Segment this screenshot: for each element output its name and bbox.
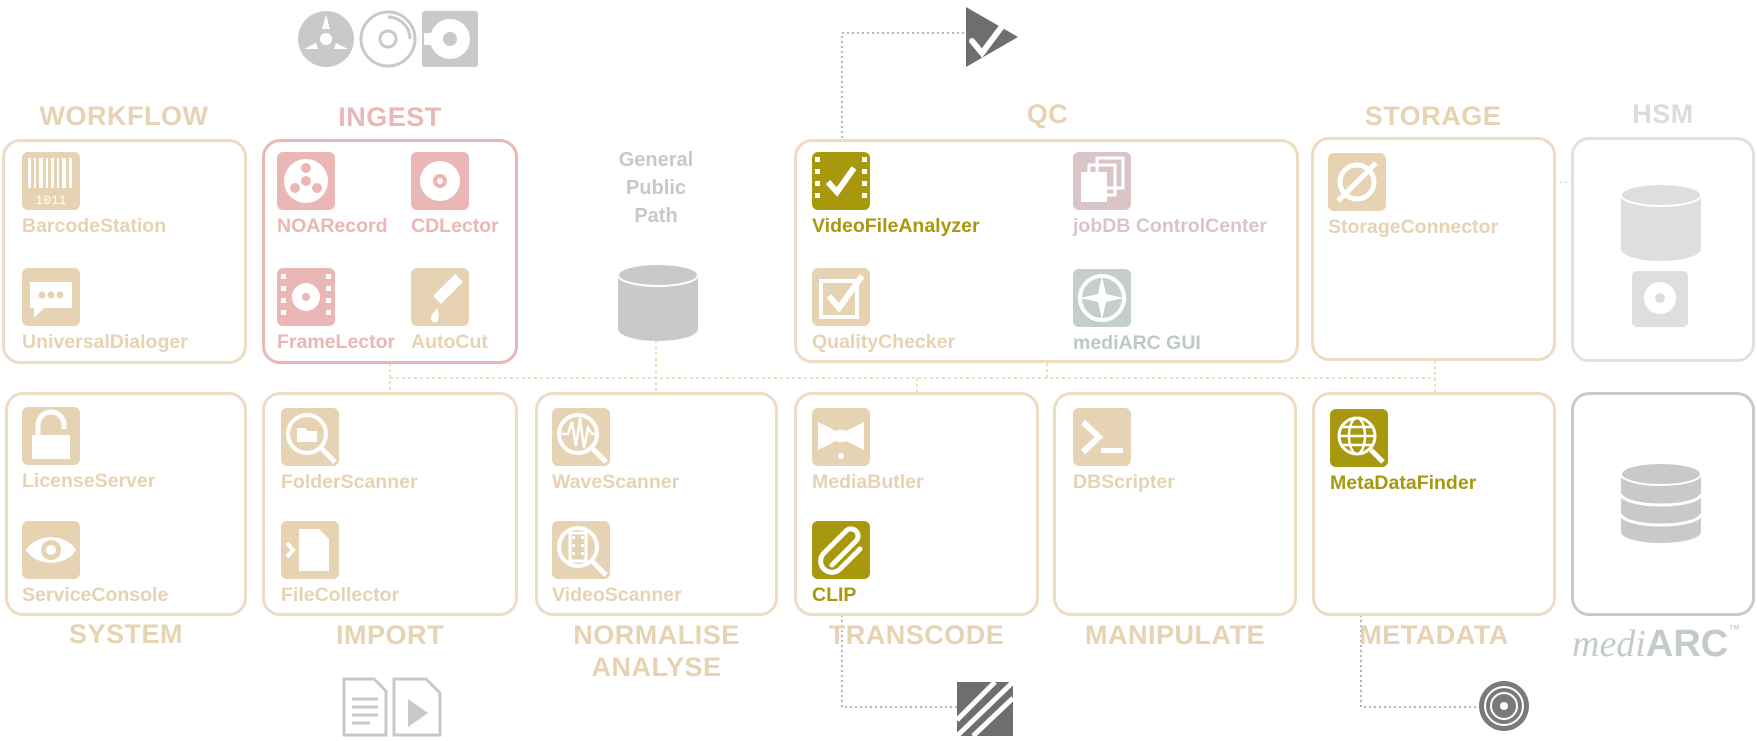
- paperclip-icon: [812, 521, 870, 579]
- storage-plug-icon: [1328, 153, 1386, 211]
- reel-icon: [277, 152, 335, 210]
- eye-icon: [22, 521, 80, 579]
- module-label: VideoFileAnalyzer: [812, 215, 980, 237]
- section-hsm: HSM: [1632, 99, 1694, 129]
- box-qc: [794, 139, 1299, 363]
- module-label: AutoCut: [411, 331, 488, 353]
- folder-magnifier-icon: [281, 408, 339, 466]
- module-label: NOARecord: [277, 215, 388, 237]
- module-label: MetaDataFinder: [1330, 472, 1477, 494]
- module-label: ServiceConsole: [22, 584, 169, 606]
- file-collect-icon: [281, 521, 339, 579]
- archive-database-icon: [1620, 462, 1702, 543]
- chat-bubble-icon: [22, 268, 80, 326]
- module-label: CLIP: [812, 584, 857, 606]
- module-file-collector[interactable]: FileCollector: [281, 521, 541, 607]
- stacked-windows-icon: [1073, 152, 1131, 210]
- section-metadata: METADATA: [1359, 620, 1509, 650]
- padlock-icon: [22, 407, 80, 465]
- bowtie-icon: [812, 408, 870, 466]
- module-label: FileCollector: [281, 584, 400, 606]
- module-media-butler[interactable]: MediaButler: [812, 408, 1072, 494]
- section-analyse: ANALYSE: [591, 652, 722, 682]
- checkbox-icon: [812, 268, 870, 326]
- module-label: mediARC GUI: [1073, 332, 1201, 354]
- barcode-icon: 1011: [22, 152, 80, 210]
- waveform-magnifier-icon: [552, 408, 610, 466]
- module-auto-cut[interactable]: AutoCut: [411, 268, 671, 354]
- film-magnifier-icon: [552, 521, 610, 579]
- section-workflow: WORKFLOW: [39, 101, 209, 131]
- module-cd-lector[interactable]: CDLector: [411, 152, 671, 238]
- hsm-storage-icon: [1620, 183, 1702, 261]
- module-label: VideoScanner: [552, 584, 682, 606]
- module-video-scanner[interactable]: VideoScanner: [552, 521, 812, 607]
- module-mediarc-gui[interactable]: mediARC GUI: [1073, 269, 1333, 355]
- section-normalise: NORMALISE: [573, 620, 740, 650]
- module-db-scripter[interactable]: DBScripter: [1073, 408, 1333, 494]
- module-meta-data-finder[interactable]: MetaDataFinder: [1330, 409, 1590, 495]
- disc-icon: [411, 152, 469, 210]
- section-ingest: INGEST: [338, 102, 442, 132]
- section-qc: QC: [1026, 99, 1069, 129]
- module-frame-lector[interactable]: FrameLector: [277, 268, 537, 354]
- mediarc-star-icon: [1073, 269, 1131, 327]
- section-system: SYSTEM: [68, 619, 184, 649]
- module-label: FrameLector: [277, 331, 396, 353]
- transcode-output-icon: [955, 680, 1015, 738]
- database-icon: [617, 263, 699, 341]
- module-label: DBScripter: [1073, 471, 1175, 493]
- media-formats-icon: [298, 10, 478, 68]
- module-jobdb-control-center[interactable]: jobDB ControlCenter: [1073, 152, 1333, 238]
- module-quality-checker[interactable]: QualityChecker: [812, 268, 1072, 354]
- svg-text:1011: 1011: [35, 193, 66, 208]
- module-label: MediaButler: [812, 471, 924, 493]
- module-service-console[interactable]: ServiceConsole: [22, 521, 282, 607]
- module-barcode-station[interactable]: 1011 BarcodeStation: [22, 152, 282, 238]
- pipette-icon: [411, 268, 469, 326]
- module-label: StorageConnector: [1328, 216, 1499, 238]
- module-label: LicenseServer: [22, 470, 156, 492]
- module-clip[interactable]: CLIP: [812, 521, 1072, 607]
- section-transcode: TRANSCODE: [828, 620, 1005, 650]
- document-video-icon: [342, 677, 442, 737]
- film-check-icon: [812, 152, 870, 210]
- module-video-file-analyzer[interactable]: VideoFileAnalyzer: [812, 152, 1072, 238]
- terminal-icon: [1073, 408, 1131, 466]
- mediarc-logo: mediARC™: [1572, 622, 1741, 665]
- module-folder-scanner[interactable]: FolderScanner: [281, 408, 541, 494]
- verification-check-icon: [966, 7, 1018, 67]
- section-manipulate: MANIPULATE: [1085, 620, 1265, 650]
- module-wave-scanner[interactable]: WaveScanner: [552, 408, 812, 494]
- module-label: QualityChecker: [812, 331, 956, 353]
- vinyl-record-icon: [1479, 681, 1529, 731]
- module-label: WaveScanner: [552, 471, 680, 493]
- globe-magnifier-icon: [1330, 409, 1388, 467]
- section-storage: STORAGE: [1364, 101, 1502, 131]
- module-universal-dialoger[interactable]: UniversalDialoger: [22, 268, 282, 354]
- module-label: CDLector: [411, 215, 499, 237]
- general-public-path-label: General Public Path: [618, 149, 694, 227]
- module-label: jobDB ControlCenter: [1073, 215, 1267, 237]
- module-license-server[interactable]: LicenseServer: [22, 407, 282, 493]
- module-noa-record[interactable]: NOARecord: [277, 152, 537, 238]
- hsm-drive-icon: [1632, 271, 1688, 327]
- module-storage-connector[interactable]: StorageConnector: [1328, 153, 1588, 239]
- module-label: UniversalDialoger: [22, 331, 188, 353]
- module-label: FolderScanner: [281, 471, 418, 493]
- section-import: IMPORT: [336, 620, 444, 650]
- module-label: BarcodeStation: [22, 215, 167, 237]
- film-reel-icon: [277, 268, 335, 326]
